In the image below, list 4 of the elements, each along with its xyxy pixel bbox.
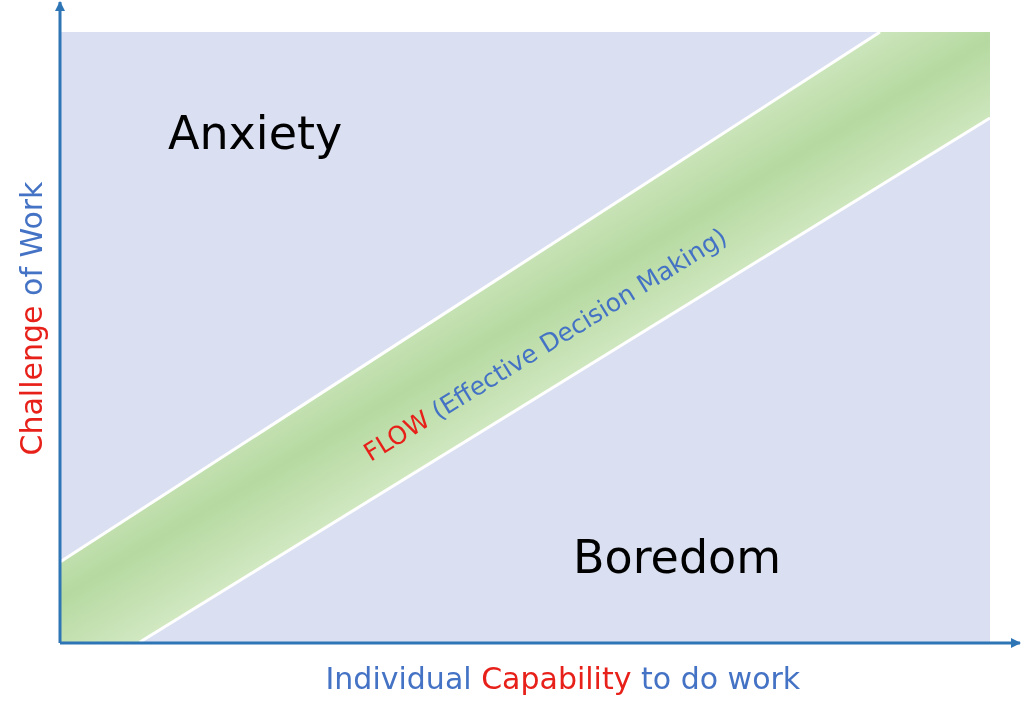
region-label: Boredom (573, 532, 782, 583)
region-label: Anxiety (168, 108, 343, 159)
axis-title: Individual Capability to do work (325, 661, 801, 695)
axis-title: Challenge of Work (15, 181, 49, 455)
